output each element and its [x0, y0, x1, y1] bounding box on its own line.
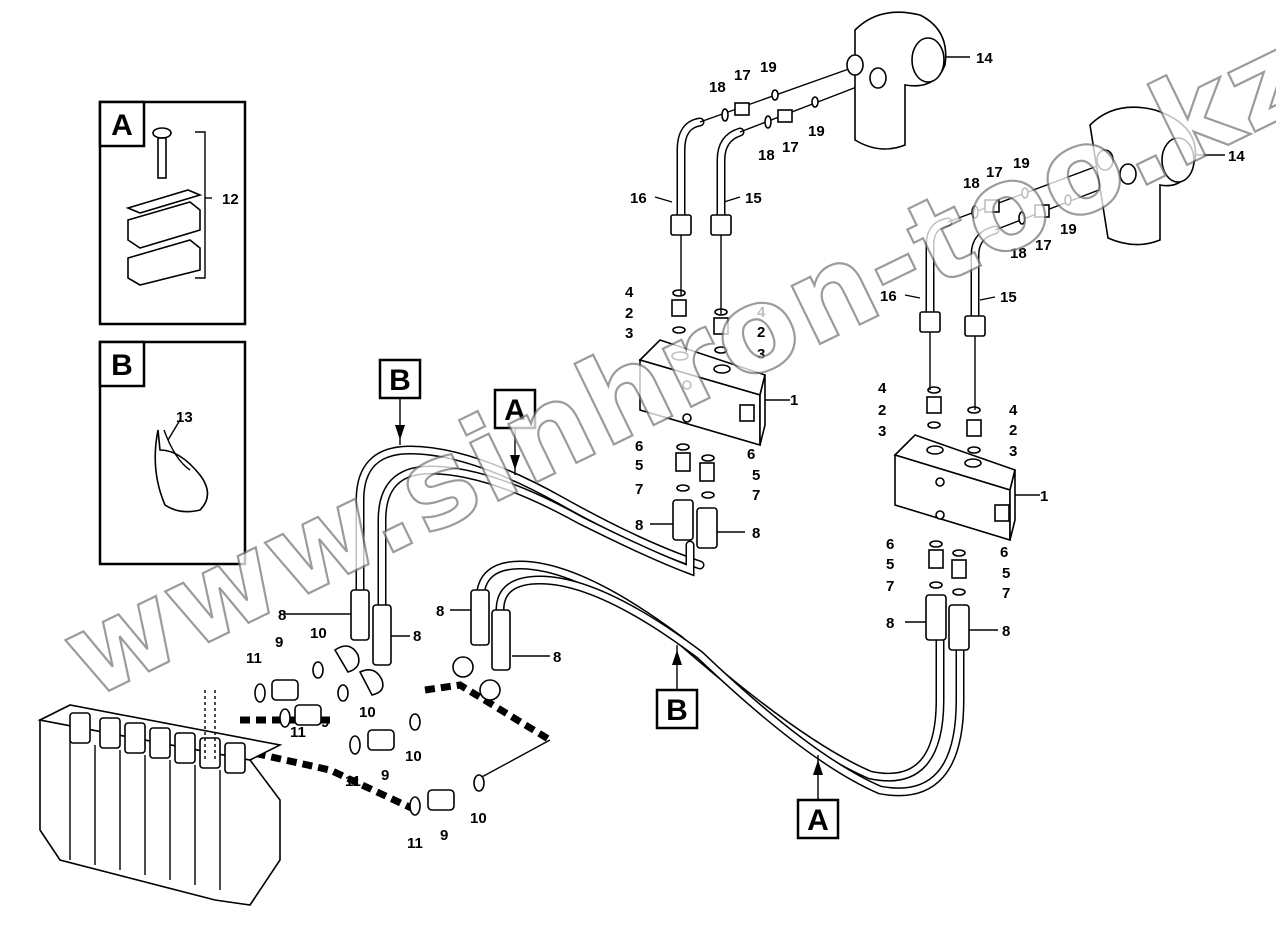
label-7: 7 [1002, 585, 1010, 602]
label-18: 18 [963, 175, 980, 192]
label-17: 17 [1035, 237, 1052, 254]
label-10: 10 [405, 748, 422, 765]
inset-b: B [98, 340, 247, 566]
label-5: 5 [752, 467, 760, 484]
pipes-right [919, 164, 1131, 410]
label-11: 11 [290, 724, 306, 741]
label-5: 5 [886, 556, 894, 573]
svg-text:B: B [666, 694, 688, 727]
label-12: 12 [222, 191, 239, 208]
hose-b-lower [377, 465, 695, 625]
hose-b [355, 445, 705, 615]
label-8: 8 [1002, 623, 1010, 640]
label-5: 5 [1002, 565, 1010, 582]
label-15: 15 [745, 190, 762, 207]
label-18: 18 [758, 147, 775, 164]
label-3: 3 [1009, 443, 1017, 460]
label-8: 8 [413, 628, 421, 645]
label-7: 7 [886, 578, 894, 595]
label-2: 2 [1009, 422, 1017, 439]
label-14: 14 [976, 50, 993, 67]
control-valve [37, 690, 283, 906]
label-8: 8 [553, 649, 561, 666]
label-19: 19 [808, 123, 825, 140]
label-10: 10 [310, 625, 327, 642]
label-18: 18 [1010, 245, 1027, 262]
inset-a: A [98, 100, 247, 326]
label-5: 5 [635, 457, 643, 474]
cylinder-right [1089, 106, 1197, 246]
label-7: 7 [635, 481, 643, 498]
label-9: 9 [440, 827, 448, 844]
label-19: 19 [760, 59, 777, 76]
label-17: 17 [986, 164, 1003, 181]
section-marker-b-top: B [378, 358, 422, 445]
pipes-top [670, 64, 881, 315]
label-4: 4 [1009, 402, 1018, 419]
label-8: 8 [436, 603, 444, 620]
svg-text:A: A [807, 804, 829, 837]
dashed-line-upper [424, 681, 552, 743]
cylinder-top [846, 11, 947, 150]
label-6: 6 [635, 438, 643, 455]
label-3: 3 [625, 325, 633, 342]
manifold-block-right [893, 386, 1016, 651]
label-16: 16 [880, 288, 897, 305]
label-2: 2 [757, 324, 765, 341]
inset-a-title: A [111, 109, 133, 142]
hose-a-lower [495, 575, 965, 797]
label-2: 2 [625, 305, 633, 322]
inset-b-title: B [111, 349, 133, 382]
hose-ends-valve-side [350, 589, 511, 671]
label-4: 4 [757, 304, 766, 321]
label-19: 19 [1060, 221, 1077, 238]
hose-a [475, 560, 945, 782]
label-4: 4 [878, 380, 887, 397]
label-13: 13 [176, 409, 193, 426]
part-number-labels: 12 13 14 14 18 17 19 18 17 19 16 15 18 1… [176, 50, 1245, 852]
label-18: 18 [709, 79, 726, 96]
label-19: 19 [1013, 155, 1030, 172]
label-6: 6 [886, 536, 894, 553]
label-17: 17 [782, 139, 799, 156]
label-17: 17 [734, 67, 751, 84]
label-8: 8 [752, 525, 760, 542]
label-10: 10 [359, 704, 376, 721]
section-marker-a-top: A [493, 388, 537, 475]
label-16: 16 [630, 190, 647, 207]
label-3: 3 [757, 346, 765, 363]
label-15: 15 [1000, 289, 1017, 306]
label-9: 9 [321, 714, 329, 731]
label-8: 8 [886, 615, 894, 632]
label-14: 14 [1228, 148, 1245, 165]
label-8: 8 [278, 607, 286, 624]
label-11: 11 [246, 650, 262, 667]
label-8: 8 [635, 517, 643, 534]
label-6: 6 [747, 446, 755, 463]
label-9: 9 [381, 767, 389, 784]
label-10: 10 [470, 810, 487, 827]
label-11: 11 [407, 835, 423, 852]
svg-text:B: B [389, 364, 411, 397]
label-6: 6 [1000, 544, 1008, 561]
label-1: 1 [1040, 488, 1048, 505]
label-3: 3 [878, 423, 886, 440]
fittings-valve-side [254, 645, 501, 816]
label-2: 2 [878, 402, 886, 419]
label-9: 9 [275, 634, 283, 651]
section-marker-a-bottom: A [796, 755, 840, 840]
label-7: 7 [752, 487, 760, 504]
section-marker-b-bottom: B [655, 645, 699, 730]
label-11: 11 [345, 773, 361, 790]
leader-lines [167, 56, 1225, 657]
label-4: 4 [625, 284, 634, 301]
svg-text:A: A [504, 394, 526, 427]
label-1: 1 [790, 392, 798, 409]
